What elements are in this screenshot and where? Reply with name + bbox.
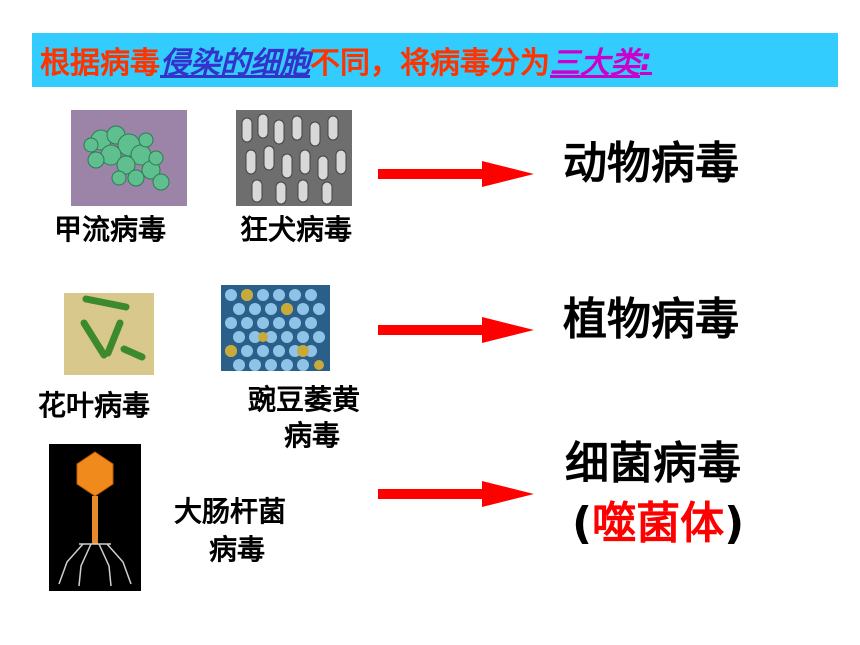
arrow-plant bbox=[378, 317, 534, 343]
pea-virus-label-line1: 豌豆萎黄 bbox=[248, 383, 361, 416]
pea-virus-label-line2: 病毒 bbox=[284, 419, 341, 452]
category-bacteriophage: (噬菌体) bbox=[572, 496, 744, 552]
title-part4: 三大类 bbox=[550, 46, 640, 81]
bacteriophage-label: 噬菌体 bbox=[592, 498, 725, 549]
arrow-bacteria bbox=[378, 481, 534, 507]
mosaic-virus-label: 花叶病毒 bbox=[38, 389, 151, 422]
title-part1: 根据病毒 bbox=[40, 46, 160, 81]
pea-virus-image bbox=[221, 285, 330, 371]
title-part5: : bbox=[640, 42, 652, 78]
paren-close: ) bbox=[724, 498, 745, 549]
rabies-virus-label: 狂犬病毒 bbox=[240, 213, 353, 246]
influenza-virus-label: 甲流病毒 bbox=[54, 213, 167, 246]
rabies-virus-image bbox=[236, 110, 352, 206]
paren-open: ( bbox=[572, 498, 593, 549]
ecoli-virus-label-line2: 病毒 bbox=[209, 533, 266, 566]
category-animal-virus: 动物病毒 bbox=[563, 138, 739, 189]
title-bar: 根据病毒侵染的细胞不同，将病毒分为三大类: bbox=[32, 33, 838, 87]
title-part2: 侵染的细胞 bbox=[160, 46, 310, 81]
title-part3: 不同，将病毒分为 bbox=[310, 46, 550, 81]
ecoli-virus-label-line1: 大肠杆菌 bbox=[174, 495, 287, 528]
category-bacterial-virus: 细菌病毒 bbox=[565, 438, 741, 489]
influenza-virus-image bbox=[71, 110, 187, 206]
category-plant-virus: 植物病毒 bbox=[563, 294, 739, 345]
bacteriophage-image bbox=[49, 444, 141, 591]
mosaic-virus-image bbox=[64, 293, 154, 375]
arrow-animal bbox=[378, 161, 534, 187]
